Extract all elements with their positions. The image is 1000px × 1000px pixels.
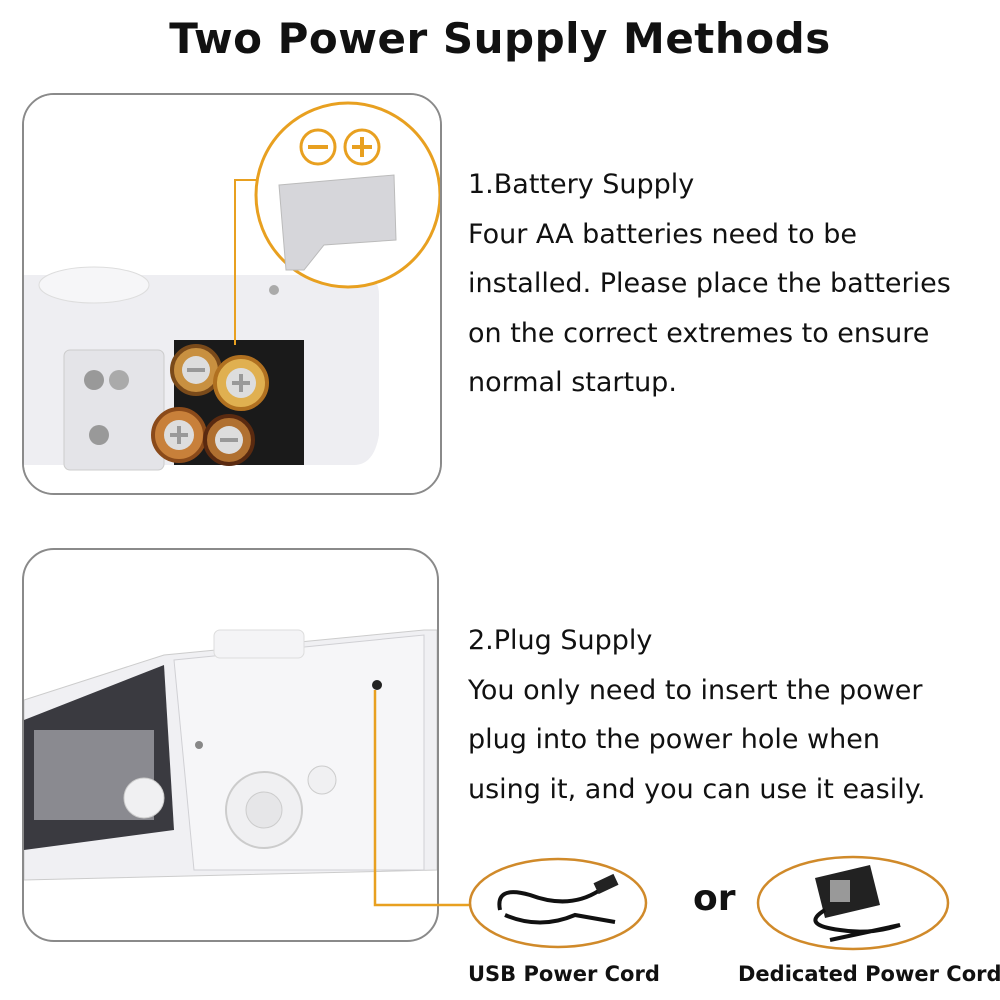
battery-compartment-illustration xyxy=(24,95,440,493)
plug-line: plug into the power hole when xyxy=(468,724,880,755)
battery-line: on the correct extremes to ensure xyxy=(468,317,930,349)
usb-cord-icon xyxy=(468,857,648,949)
sewing-machine-illustration xyxy=(24,629,437,881)
dedicated-power-cord-label: Dedicated Power Cord xyxy=(738,962,1000,986)
plug-heading: 2.Plug Supply xyxy=(468,625,653,656)
plug-supply-text: 2.Plug Supply You only need to insert th… xyxy=(468,616,925,814)
plus-icon xyxy=(343,128,381,166)
or-label: or xyxy=(693,878,736,919)
plug-line: You only need to insert the power xyxy=(468,674,923,706)
adapter-icon xyxy=(756,855,950,951)
usb-power-cord-label: USB Power Cord xyxy=(468,962,660,986)
battery-line: Four AA batteries need to be xyxy=(468,218,857,250)
battery-icon xyxy=(151,344,269,466)
battery-heading: 1.Battery Supply xyxy=(468,169,695,200)
power-jack-icon xyxy=(372,680,382,690)
minus-icon xyxy=(299,128,337,166)
plug-line: using it, and you can use it easily. xyxy=(468,773,926,805)
plug-image-panel xyxy=(22,548,439,942)
battery-image-panel xyxy=(22,93,442,495)
battery-line: normal startup. xyxy=(468,367,677,398)
battery-supply-text: 1.Battery Supply Four AA batteries need … xyxy=(468,160,951,408)
page-title: Two Power Supply Methods xyxy=(169,14,831,63)
battery-line: installed. Please place the batteries xyxy=(468,268,951,299)
